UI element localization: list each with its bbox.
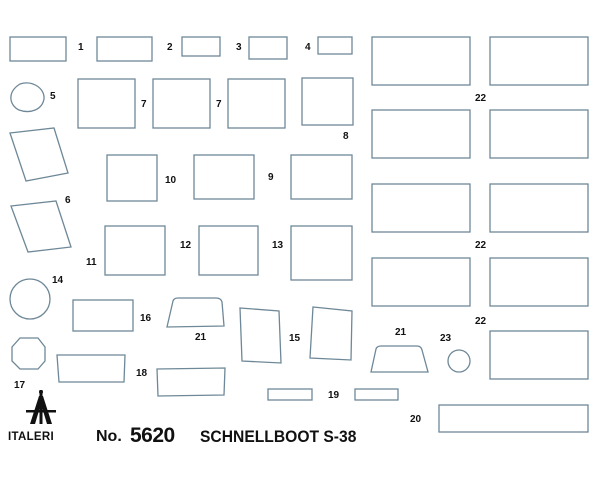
decal-4-outline <box>248 36 288 60</box>
label-3: 3 <box>236 42 242 53</box>
decal-22c-outline <box>371 109 471 159</box>
label-22a: 22 <box>475 93 487 104</box>
label-22b: 22 <box>475 240 487 251</box>
decal-22h-outline <box>489 257 589 307</box>
decal-1-outline <box>9 36 67 62</box>
decal-19a-outline <box>267 388 313 401</box>
label-23: 23 <box>440 333 452 344</box>
decal-22f-outline <box>489 183 589 233</box>
decal-18a-outline <box>56 354 126 383</box>
kit-number: 5620 <box>130 424 175 447</box>
label-22c: 22 <box>475 316 487 327</box>
decal-9b-outline <box>290 154 353 200</box>
label-4: 4 <box>305 42 311 53</box>
label-10: 10 <box>165 175 177 186</box>
label-14: 14 <box>52 275 64 286</box>
label-21a: 21 <box>195 332 207 343</box>
label-18: 18 <box>136 368 148 379</box>
label-9: 9 <box>268 172 274 183</box>
decal-12-outline <box>198 225 259 276</box>
decal-7a-outline <box>77 78 136 129</box>
decal-7b-outline <box>152 78 211 129</box>
label-17: 17 <box>14 380 26 391</box>
italeri-logo-icon <box>26 390 56 424</box>
decal-14-outline <box>9 278 51 320</box>
decal-21a-outline <box>166 297 225 328</box>
label-1: 1 <box>78 42 84 53</box>
label-20: 20 <box>410 414 422 425</box>
decal-7c-outline <box>227 78 286 129</box>
label-5: 5 <box>50 91 56 102</box>
decal-11-outline <box>104 225 166 276</box>
decal-22d-outline <box>489 109 589 159</box>
decal-6b-outline <box>10 200 72 253</box>
label-7b: 7 <box>216 99 222 110</box>
label-15: 15 <box>289 333 301 344</box>
decal-21b-outline <box>370 345 429 373</box>
decal-17-outline <box>11 337 46 370</box>
decal-8-outline <box>301 77 354 126</box>
decal-22g-outline <box>371 257 471 307</box>
label-16: 16 <box>140 313 152 324</box>
decal-20-outline <box>438 404 589 433</box>
kit-name: SCHNELLBOOT S-38 <box>200 427 357 446</box>
decal-22i-outline <box>489 330 589 380</box>
decal-9a-outline <box>193 154 255 200</box>
decal-15b-outline <box>309 306 353 361</box>
decal-15a-outline <box>239 307 282 364</box>
decal-22a-outline <box>371 36 471 86</box>
label-11: 11 <box>86 257 97 268</box>
decal-16-outline <box>72 299 134 332</box>
decal-4b-outline <box>317 36 353 55</box>
label-13: 13 <box>272 240 284 251</box>
label-8: 8 <box>343 131 349 142</box>
decal-10-outline <box>106 154 158 202</box>
decal-5-outline <box>10 82 45 113</box>
label-7a: 7 <box>141 99 147 110</box>
label-6: 6 <box>65 195 71 206</box>
decal-22b-outline <box>489 36 589 86</box>
decal-3-outline <box>181 36 221 57</box>
decal-13-outline <box>290 225 353 281</box>
decal-22e-outline <box>371 183 471 233</box>
decal-2-outline <box>96 36 153 62</box>
decal-18b-outline <box>156 367 226 397</box>
label-2: 2 <box>167 42 173 53</box>
brand-name: ITALERI <box>8 431 54 443</box>
label-21b: 21 <box>395 327 407 338</box>
number-prefix: No. <box>96 428 122 445</box>
decal-6a-outline <box>9 127 69 182</box>
decal-23-outline <box>447 349 471 373</box>
label-12: 12 <box>180 240 192 251</box>
label-19: 19 <box>328 390 340 401</box>
decal-19b-outline <box>354 388 399 401</box>
